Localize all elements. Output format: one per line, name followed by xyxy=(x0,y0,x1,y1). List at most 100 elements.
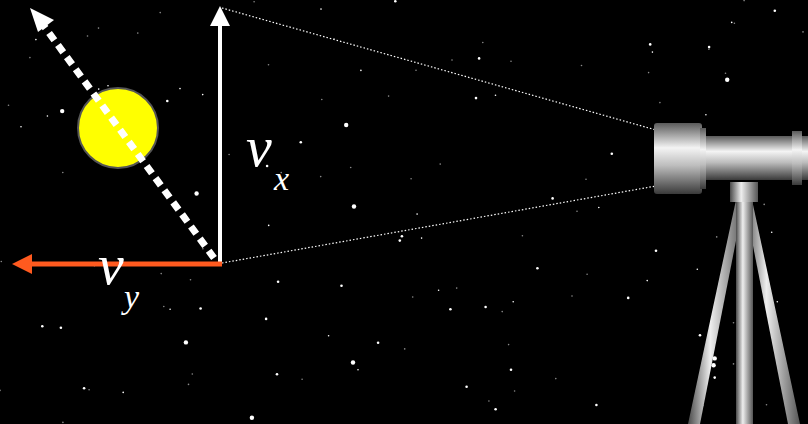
star-dot xyxy=(88,389,90,391)
star-dot xyxy=(340,284,343,287)
star-dot xyxy=(250,416,254,420)
star-dot xyxy=(508,344,510,346)
subscript: y xyxy=(124,280,139,314)
star-dot xyxy=(649,43,652,46)
star-dot xyxy=(360,70,362,72)
star-dot xyxy=(655,250,658,253)
star-dot xyxy=(265,318,268,321)
star-dot xyxy=(514,390,516,392)
star-dot xyxy=(199,307,202,310)
star-dot xyxy=(404,348,406,350)
telescope-ring xyxy=(792,131,802,185)
star-dot xyxy=(581,65,583,67)
star-dot xyxy=(711,363,715,367)
star-dot xyxy=(166,100,169,103)
star-dot xyxy=(774,9,777,12)
star-dot xyxy=(20,126,22,128)
star-dot xyxy=(697,269,699,271)
tripod-leg xyxy=(688,200,744,424)
star-dot xyxy=(708,46,711,49)
star-dot xyxy=(35,39,37,41)
star-dot xyxy=(611,152,614,155)
star-dot xyxy=(0,261,2,263)
star-dot xyxy=(482,42,484,44)
star-dot xyxy=(551,197,554,200)
star-dot xyxy=(522,235,524,237)
star-dot xyxy=(652,51,654,53)
star-dot xyxy=(512,301,514,303)
star-dot xyxy=(202,248,204,250)
star-dot xyxy=(202,94,204,96)
star-dot xyxy=(228,154,230,156)
star-dot xyxy=(47,115,49,117)
star-dot xyxy=(416,213,418,215)
star-dot xyxy=(98,27,100,29)
tripod-mount xyxy=(730,182,758,202)
star-dot xyxy=(495,95,497,97)
star-dot xyxy=(277,280,280,283)
star-dot xyxy=(510,60,512,62)
star-dot xyxy=(188,384,190,386)
star-dot xyxy=(194,191,198,195)
star-dot xyxy=(536,267,539,270)
space-velocity-arrow xyxy=(44,26,214,258)
star-dot xyxy=(350,167,352,169)
star-dot xyxy=(98,88,100,90)
star-dot xyxy=(766,404,768,406)
star-dot xyxy=(659,102,661,104)
star-dot xyxy=(163,306,165,308)
star-dot xyxy=(501,311,503,313)
star-dot xyxy=(190,279,192,281)
subscript: x xyxy=(274,162,289,196)
star-dot xyxy=(734,23,736,25)
vx-arrow xyxy=(218,22,222,264)
star-dot xyxy=(192,373,194,375)
star-dot xyxy=(351,360,355,364)
star-dot xyxy=(449,308,452,311)
star-dot xyxy=(301,378,303,380)
star-dot xyxy=(328,335,330,337)
star-dot xyxy=(571,295,573,297)
star-dot xyxy=(465,385,468,388)
star-dot xyxy=(160,273,162,275)
star-dot xyxy=(159,12,161,14)
star-dot xyxy=(169,309,171,311)
star-dot xyxy=(494,408,497,411)
star-dot xyxy=(399,239,402,242)
star-dot xyxy=(320,176,322,178)
star-dot xyxy=(438,289,440,291)
star-dot xyxy=(377,341,380,344)
star-dot xyxy=(713,376,716,379)
star-dot xyxy=(456,287,458,289)
star-dot xyxy=(705,114,707,116)
star-dot xyxy=(555,378,557,380)
star-dot xyxy=(576,210,578,212)
star-dot xyxy=(708,48,710,50)
star-dot xyxy=(510,369,513,372)
star-dot xyxy=(627,297,630,300)
vy-arrow xyxy=(28,262,222,267)
star-dot xyxy=(475,97,478,100)
star-dot xyxy=(0,390,1,392)
telescope-tube xyxy=(698,136,808,180)
star-dot xyxy=(439,163,441,165)
star-dot xyxy=(401,235,404,238)
star-dot xyxy=(733,322,735,324)
star-dot xyxy=(394,0,397,3)
star-dot xyxy=(388,95,390,97)
star-dot xyxy=(743,0,745,1)
star-dot xyxy=(725,78,729,82)
star-dot xyxy=(83,387,86,390)
velocity-symbol: v xyxy=(246,118,272,176)
star-dot xyxy=(595,404,598,407)
star-dot xyxy=(276,373,279,376)
star-dot xyxy=(137,32,139,34)
star-dot xyxy=(321,99,323,101)
star-dot xyxy=(451,59,453,61)
star-dot xyxy=(802,31,804,33)
star-dot xyxy=(60,109,64,113)
star-dot xyxy=(412,296,414,298)
star-dot xyxy=(646,280,648,282)
